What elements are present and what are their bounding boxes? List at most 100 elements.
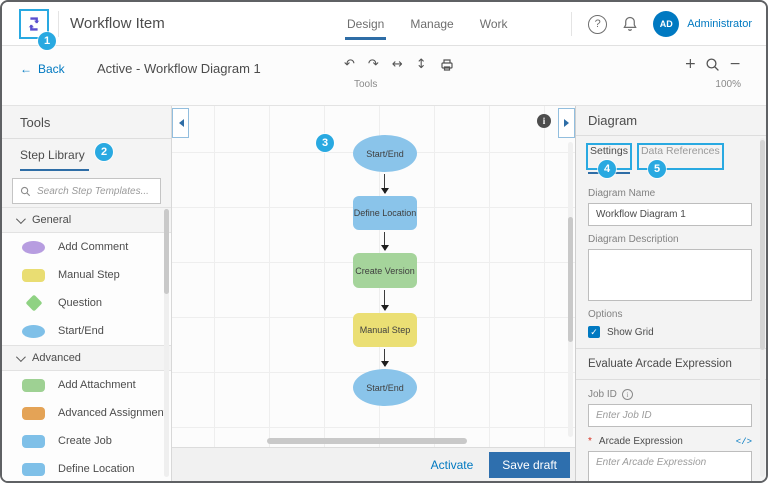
diamond-swatch-icon (25, 294, 42, 312)
diagram-description-textarea[interactable] (588, 249, 752, 301)
zoom-controls: + − (685, 55, 741, 73)
sidebar-title: Tools (2, 106, 171, 139)
flow-node-manual-step[interactable]: Manual Step (353, 313, 417, 347)
flow-node-define-location[interactable]: Define Location (353, 196, 417, 230)
annotation-badge-4: 4 (598, 160, 616, 178)
help-icon[interactable]: ? (588, 14, 608, 34)
header-divider (571, 12, 573, 36)
collapse-right-panel-button[interactable] (558, 108, 575, 138)
user-avatar[interactable]: AD (653, 11, 680, 37)
rect-swatch-icon (22, 406, 45, 420)
info-icon[interactable]: i (537, 114, 551, 128)
sidebar-tabs: Step Library (2, 139, 171, 172)
zoom-out-icon[interactable]: − (729, 56, 741, 72)
canvas-action-bar: Activate Save draft (172, 447, 575, 481)
flow-connector-arrow (380, 290, 389, 311)
step-template-add-attachment[interactable]: Add Attachment (2, 371, 171, 399)
diagram-toolbar: ←Back Active - Workflow Diagram 1 ↶ ↷ ↔ … (2, 46, 766, 106)
flow-node-start-end[interactable]: Start/End (353, 135, 417, 172)
tab-design[interactable]: Design (344, 2, 387, 46)
flow-connector-arrow (380, 232, 389, 251)
search-input[interactable] (37, 185, 153, 197)
job-id-label: Job ID (588, 389, 617, 400)
fit-width-icon[interactable]: ↔ (391, 57, 403, 72)
chevron-down-icon (15, 351, 26, 362)
settings-form: Diagram Name Diagram Description Options… (576, 170, 766, 481)
step-search-box[interactable] (12, 178, 161, 204)
diagram-name-input[interactable] (588, 203, 752, 226)
zoom-level: 100% (715, 79, 741, 90)
flow-node-create-version[interactable]: Create Version (353, 253, 417, 288)
step-template-question[interactable]: Question (2, 289, 171, 317)
breadcrumb: Active - Workflow Diagram 1 (97, 61, 261, 76)
flow-connector-arrow (380, 349, 389, 367)
sidebar-scrollbar[interactable] (164, 209, 169, 477)
save-draft-button[interactable]: Save draft (489, 451, 570, 478)
diagram-panel: Diagram Settings Data References 4 5 Dia… (575, 106, 766, 481)
section-header-general[interactable]: General (2, 207, 171, 233)
arcade-label-row: * Arcade Expression </> (588, 436, 752, 447)
code-editor-icon[interactable]: </> (735, 436, 752, 447)
collapse-left-panel-button[interactable] (172, 108, 189, 138)
annotation-badge-3: 3 (316, 134, 334, 152)
rect-swatch-icon (22, 378, 45, 392)
activate-button[interactable]: Activate (430, 457, 474, 472)
tab-step-library[interactable]: Step Library (20, 147, 89, 171)
step-template-manual-step[interactable]: Manual Step (2, 261, 171, 289)
arcade-section-header: Evaluate Arcade Expression (576, 348, 766, 380)
section-header-advanced[interactable]: Advanced (2, 345, 171, 371)
page-title: Workflow Item (70, 15, 165, 32)
show-grid-label: Show Grid (607, 326, 654, 338)
search-icon (20, 186, 31, 196)
flow-node-start-end[interactable]: Start/End (353, 369, 417, 406)
step-template-add-comment[interactable]: Add Comment (2, 233, 171, 261)
tab-work[interactable]: Work (479, 17, 508, 31)
magnifier-icon[interactable] (705, 57, 720, 72)
print-icon[interactable] (440, 58, 454, 72)
arcade-expression-textarea[interactable] (588, 451, 752, 481)
panel-scrollbar[interactable] (760, 138, 765, 477)
back-button[interactable]: ←Back (20, 62, 65, 76)
canvas-horizontal-scrollbar[interactable] (182, 438, 561, 444)
annotation-badge-1: 1 (38, 32, 56, 50)
step-template-define-location[interactable]: Define Location (2, 455, 171, 481)
header-actions: ? AD Administrator (571, 2, 752, 46)
rect-swatch-icon (22, 434, 45, 448)
fit-height-icon[interactable]: ↕ (415, 57, 427, 72)
workflow-loop-icon (28, 16, 40, 31)
user-name[interactable]: Administrator (687, 18, 752, 30)
job-id-input[interactable] (588, 404, 752, 427)
panel-title: Diagram (576, 106, 766, 136)
diagram-description-label: Diagram Description (588, 234, 679, 245)
redo-icon[interactable]: ↷ (367, 57, 379, 72)
diagram-name-label: Diagram Name (588, 188, 656, 199)
show-grid-option: ✓ Show Grid (588, 326, 752, 338)
right-triangle-icon (563, 119, 573, 127)
workflow-item-logo[interactable] (19, 8, 49, 39)
chevron-down-icon (15, 213, 26, 224)
job-id-info-icon[interactable]: i (621, 389, 633, 400)
show-grid-checkbox[interactable]: ✓ (588, 326, 600, 338)
header-divider (58, 10, 59, 37)
rect-swatch-icon (22, 268, 45, 282)
options-label: Options (588, 309, 623, 320)
header-tabs: Design Manage Work (344, 2, 508, 46)
undo-icon[interactable]: ↶ (344, 57, 355, 72)
zoom-in-icon[interactable]: + (684, 56, 697, 72)
step-template-advanced-assignment[interactable]: Advanced Assignment (2, 399, 171, 427)
canvas-vertical-scrollbar[interactable] (568, 142, 573, 437)
notifications-bell-icon[interactable] (621, 15, 639, 33)
app-header: Workflow Item Design Manage Work ? AD Ad… (2, 2, 766, 46)
canvas-tools: ↶ ↷ ↔ ↕ (344, 56, 454, 74)
step-template-start-end[interactable]: Start/End (2, 317, 171, 345)
back-arrow-icon: ← (20, 62, 32, 76)
step-template-create-job[interactable]: Create Job (2, 427, 171, 455)
arcade-expression-label: Arcade Expression (598, 436, 683, 447)
tab-manage[interactable]: Manage (410, 17, 454, 31)
